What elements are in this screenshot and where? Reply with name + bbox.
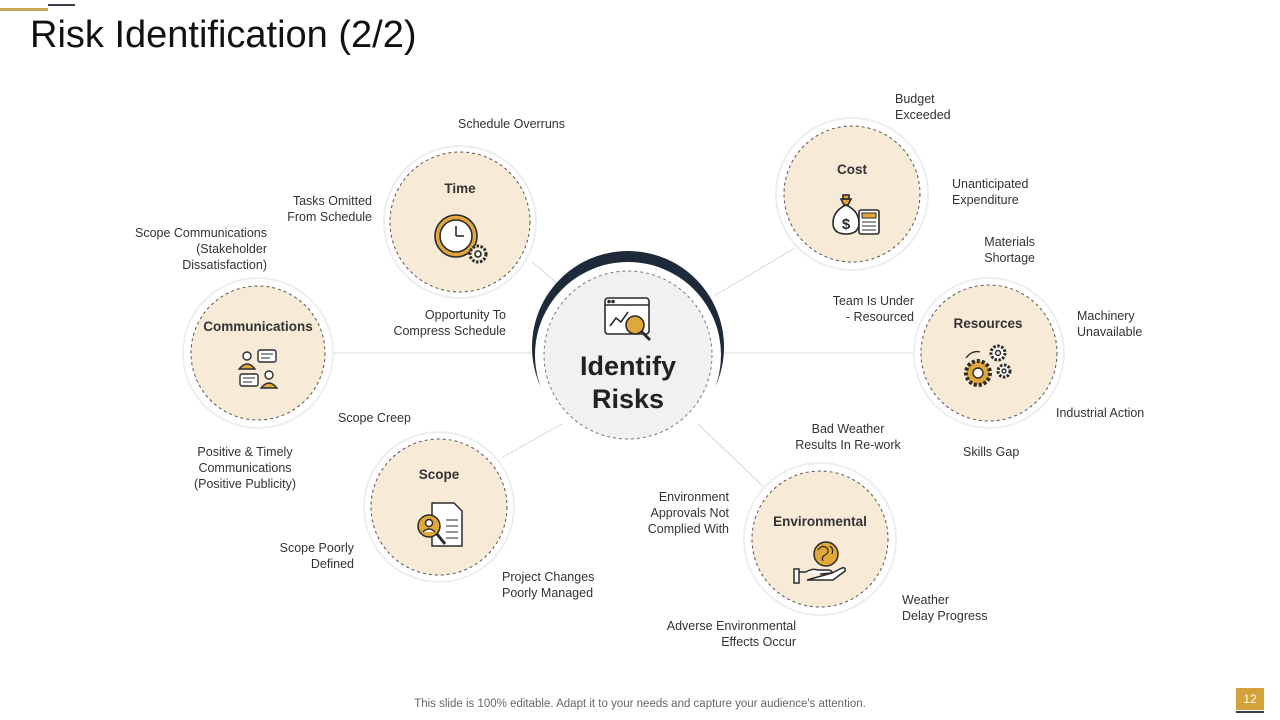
label-scope-poorly-defined: Scope Poorly Defined: [279, 541, 354, 571]
label-unanticipated-expenditure: Unanticipated Expenditure: [952, 177, 1029, 207]
accent-line-gold: [0, 8, 48, 11]
category-scope: Scope: [418, 467, 460, 482]
slide-title: Risk Identification (2/2): [30, 14, 417, 56]
svg-text:$: $: [842, 216, 851, 233]
category-resources: Resources: [953, 316, 1023, 331]
document-search-icon: [417, 502, 463, 547]
label-tasks-omitted: Tasks Omitted From Schedule: [287, 194, 372, 224]
label-scope-creep: Scope Creep: [338, 411, 411, 425]
people-chat-icon: [237, 349, 279, 389]
money-bag-calculator-icon: $: [832, 194, 880, 235]
label-schedule-overruns: Schedule Overruns: [458, 117, 566, 131]
connectors: [325, 247, 922, 489]
label-adverse-effects: Adverse Environmental Effects Occur: [666, 619, 796, 649]
category-communications: Communications: [203, 319, 313, 334]
label-positive-timely: Positive & Timely Communications (Positi…: [193, 445, 297, 491]
gears-icon: [964, 344, 1012, 387]
label-materials-shortage: Materials Shortage: [984, 235, 1035, 265]
accent-line-dark: [48, 4, 75, 6]
label-opportunity-compress: Opportunity To Compress Schedule: [393, 308, 506, 338]
label-scope-communications: Scope Communications (Stakeholder Dissat…: [134, 226, 267, 272]
label-machinery-unavailable: Machinery Unavailable: [1077, 309, 1143, 339]
category-cost: Cost: [837, 162, 867, 177]
connector-environmental: [697, 423, 766, 489]
label-bad-weather: Bad Weather Results In Re-work: [795, 422, 901, 452]
page-number: 12: [1236, 688, 1264, 710]
circle-cost: [775, 117, 929, 271]
center-title: Identify Risks: [548, 350, 708, 416]
clock-gear-icon: [434, 214, 488, 264]
label-budget-exceeded: Budget Exceeded: [895, 92, 951, 122]
analytics-magnifier-icon: [604, 297, 652, 342]
connector-scope: [502, 423, 563, 458]
category-time: Time: [444, 181, 476, 196]
label-project-changes: Project Changes Poorly Managed: [502, 570, 595, 600]
circle-resources: [913, 277, 1065, 429]
label-environment-approvals: Environment Approvals Not Complied With: [647, 490, 729, 536]
label-team-under-resourced: Team Is Under - Resourced: [832, 294, 914, 324]
label-skills-gap: Skills Gap: [963, 445, 1020, 459]
category-environmental: Environmental: [773, 514, 867, 529]
center-circle: [532, 251, 724, 448]
circle-environmental: [743, 462, 897, 616]
center-title-line2: Risks: [591, 384, 665, 414]
label-weather-delay: Weather Delay Progress: [902, 593, 988, 623]
page-number-underline: [1236, 711, 1264, 713]
hand-globe-icon: [793, 541, 846, 584]
label-industrial-action: Industrial Action: [1056, 406, 1145, 420]
connector-cost: [713, 247, 796, 297]
center-title-line1: Identify: [579, 351, 676, 381]
footer-note: This slide is 100% editable. Adapt it to…: [414, 698, 866, 710]
